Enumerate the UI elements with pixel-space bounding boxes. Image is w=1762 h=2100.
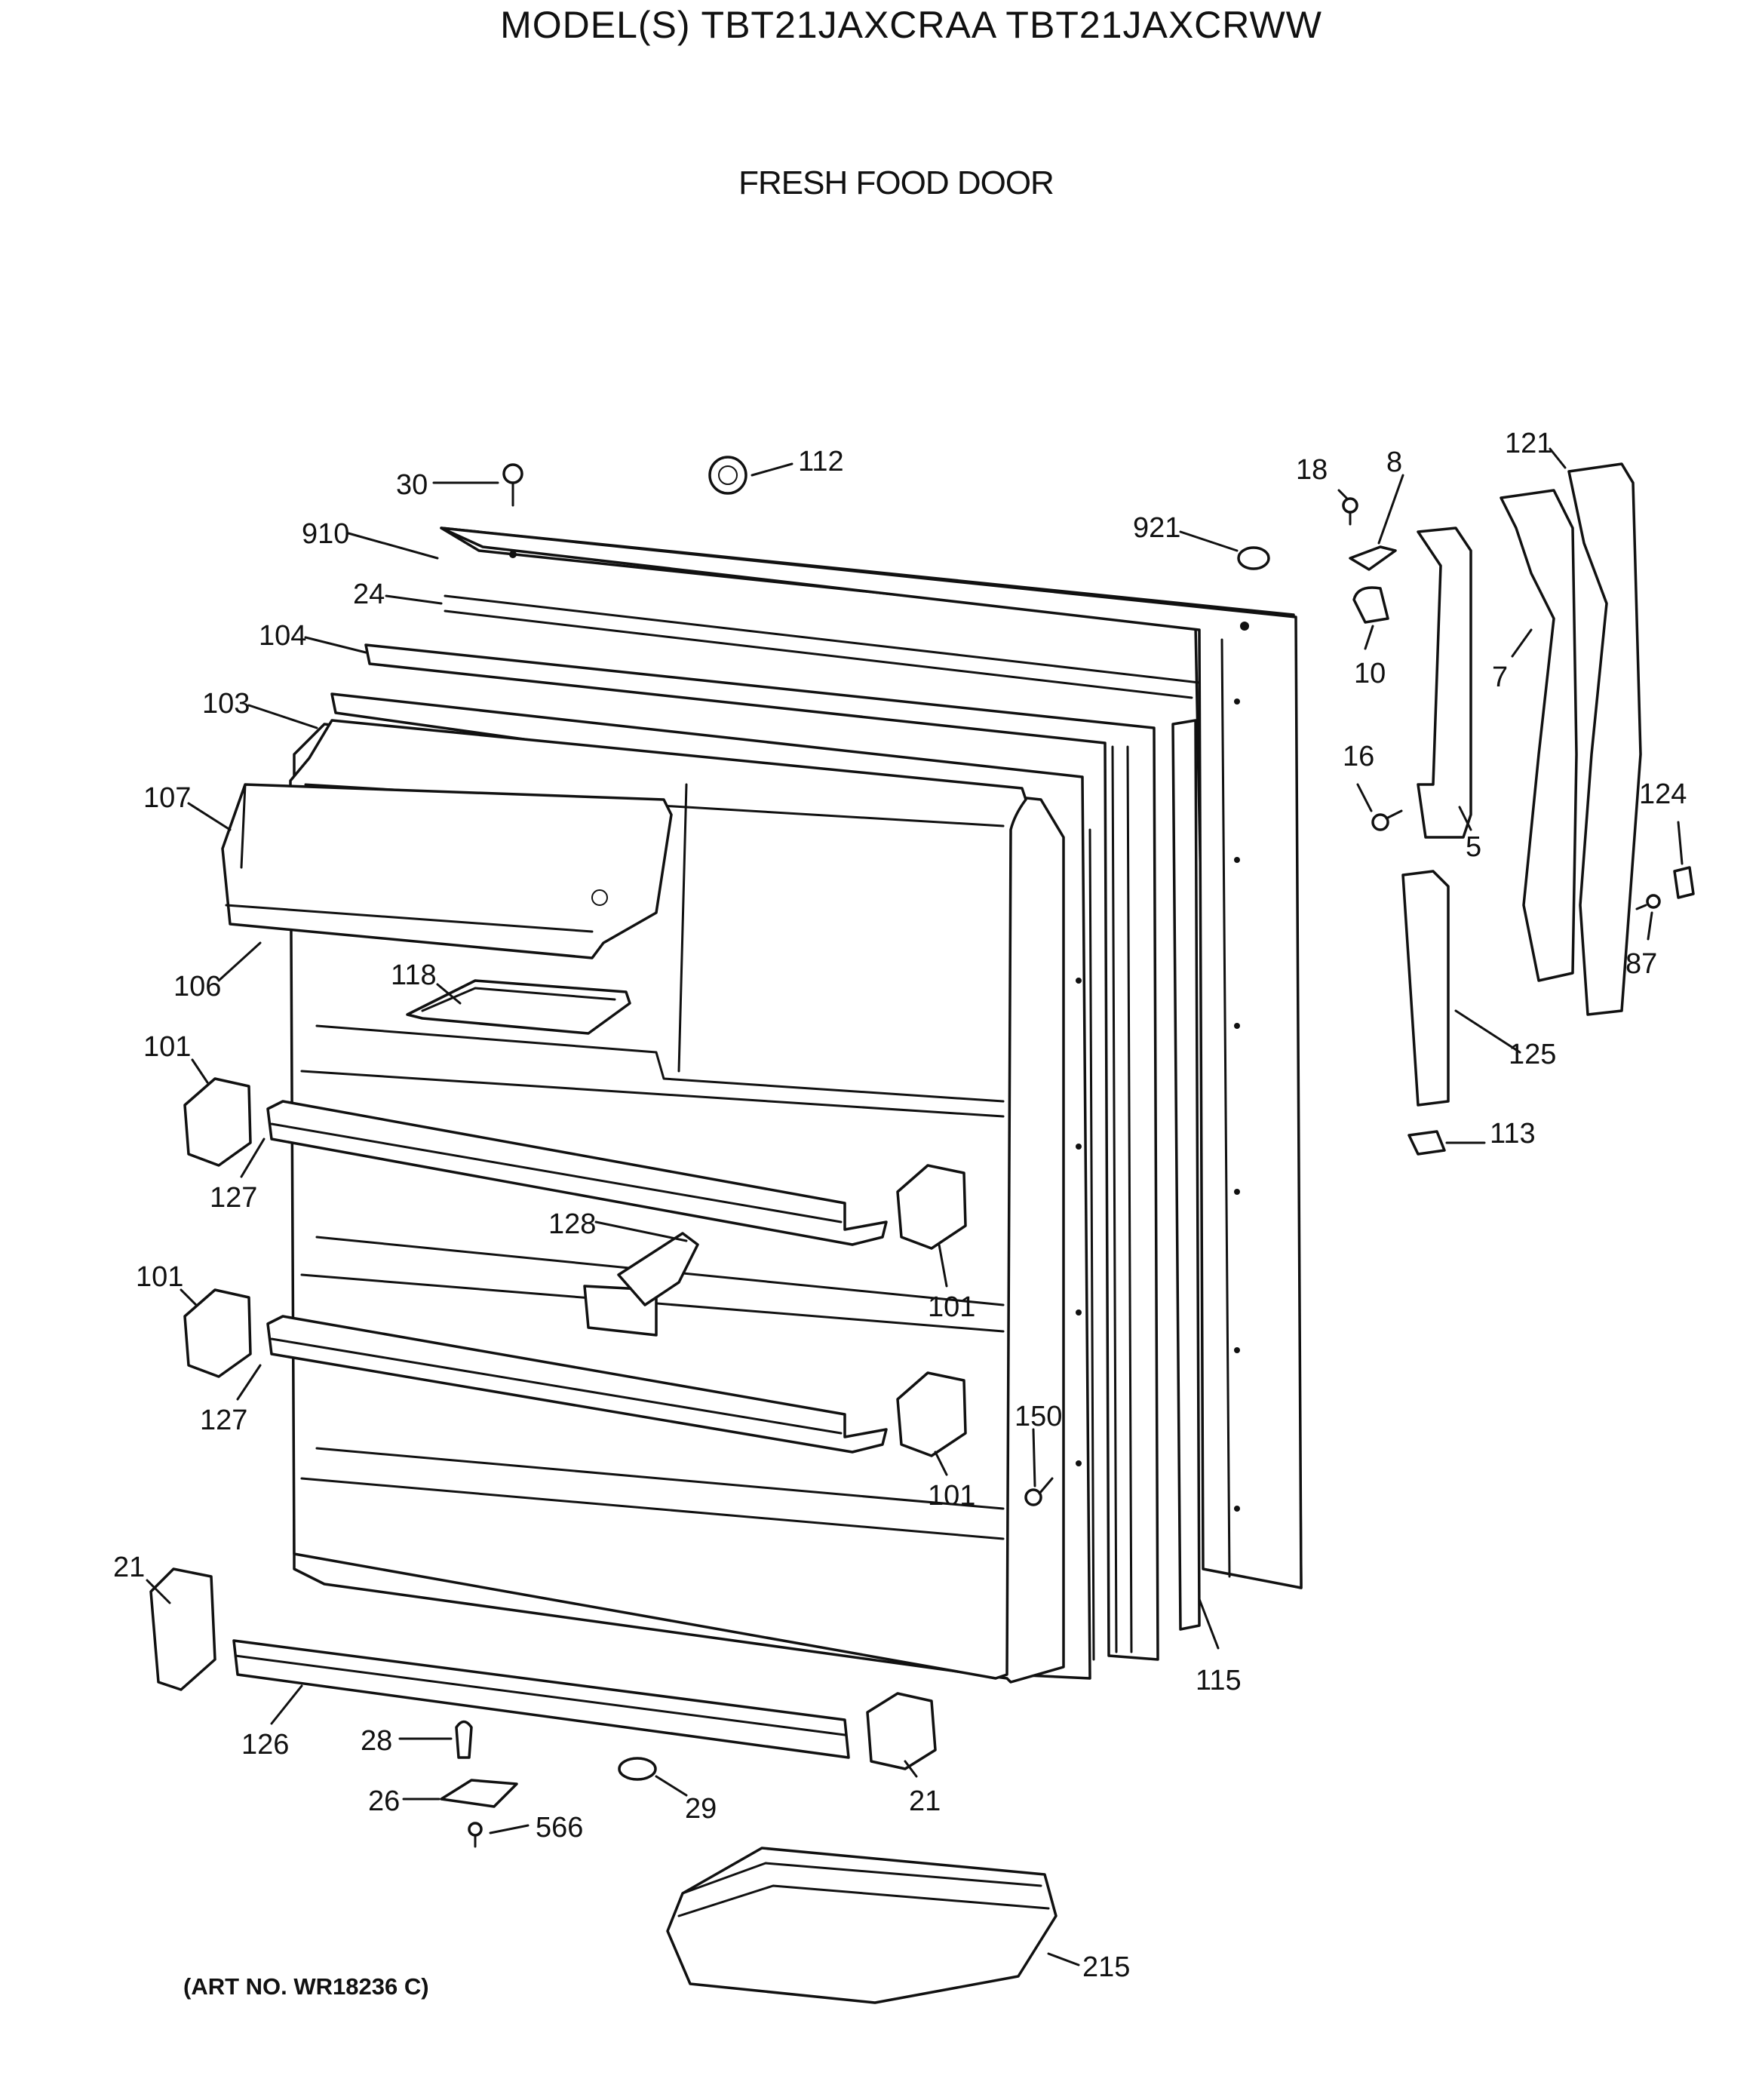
callout-21-a: 21 bbox=[113, 1552, 145, 1583]
callout-115: 115 bbox=[1196, 1665, 1242, 1696]
bin-end-part-101-d bbox=[896, 1371, 967, 1457]
callout-113: 113 bbox=[1490, 1118, 1536, 1150]
bin-end-part-101-b bbox=[183, 1288, 252, 1378]
gasket-strip-part-115 bbox=[1171, 719, 1201, 1631]
callout-labels: 30 112 910 24 104 103 107 106 118 101 12… bbox=[113, 428, 1687, 1983]
channel-part-125 bbox=[1401, 870, 1450, 1107]
callout-8: 8 bbox=[1386, 447, 1402, 478]
callout-150: 150 bbox=[1015, 1401, 1062, 1432]
callout-7: 7 bbox=[1492, 662, 1508, 693]
callout-128: 128 bbox=[548, 1208, 596, 1240]
plug-part-29 bbox=[618, 1757, 657, 1781]
callout-28: 28 bbox=[361, 1725, 392, 1757]
callout-24: 24 bbox=[353, 579, 385, 610]
outer-door-part-910 bbox=[440, 527, 1303, 1589]
callout-126: 126 bbox=[241, 1729, 289, 1761]
callout-124: 124 bbox=[1639, 778, 1687, 810]
bottom-trim-part-126 bbox=[232, 1639, 850, 1759]
callout-30: 30 bbox=[396, 469, 428, 501]
screw-part-18 bbox=[1342, 497, 1358, 526]
cap-part-21-left bbox=[149, 1567, 216, 1691]
callout-910: 910 bbox=[302, 518, 349, 550]
callout-112: 112 bbox=[798, 446, 844, 477]
handle-part-121 bbox=[1567, 462, 1642, 1016]
shelf-rail-part-127-lower bbox=[266, 1315, 888, 1454]
callout-103: 103 bbox=[202, 688, 250, 720]
bin-end-part-101-a bbox=[183, 1077, 252, 1167]
plug-part-28 bbox=[455, 1720, 473, 1759]
callout-21-b: 21 bbox=[909, 1785, 941, 1817]
cap-part-21-right bbox=[866, 1692, 937, 1770]
screw-part-150 bbox=[1024, 1477, 1054, 1506]
cover-part-10 bbox=[1352, 586, 1389, 624]
plate-part-26 bbox=[440, 1779, 518, 1808]
callout-104: 104 bbox=[259, 620, 306, 652]
art-number: (ART NO. WR18236 C) bbox=[183, 1973, 429, 2000]
callout-127-a: 127 bbox=[210, 1182, 257, 1214]
callout-16: 16 bbox=[1343, 741, 1374, 772]
callout-566: 566 bbox=[536, 1812, 583, 1844]
callout-121: 121 bbox=[1505, 428, 1552, 459]
callout-101-a: 101 bbox=[143, 1031, 191, 1063]
screw-part-566 bbox=[468, 1822, 483, 1848]
handle-part-5 bbox=[1417, 527, 1472, 839]
callout-101-d: 101 bbox=[928, 1480, 975, 1512]
egg-tray-part-118 bbox=[406, 979, 631, 1035]
plug-part-112 bbox=[708, 456, 747, 495]
dairy-door-part-107 bbox=[221, 783, 673, 959]
bin-part-215 bbox=[666, 1847, 1058, 2004]
breaker-strip-part-104 bbox=[364, 643, 1159, 1661]
gasket-part-24 bbox=[444, 594, 1201, 699]
callout-127-b: 127 bbox=[200, 1405, 247, 1436]
callout-106: 106 bbox=[173, 971, 221, 1002]
callout-101-c: 101 bbox=[136, 1261, 183, 1293]
callout-5: 5 bbox=[1466, 831, 1481, 863]
shelf-rail-part-127-upper bbox=[266, 1100, 888, 1246]
screw-part-16 bbox=[1371, 809, 1403, 831]
callout-10: 10 bbox=[1354, 658, 1386, 689]
plug-part-921 bbox=[1237, 546, 1270, 570]
callout-215: 215 bbox=[1082, 1951, 1130, 1983]
bracket-part-128 bbox=[583, 1232, 699, 1337]
callout-107: 107 bbox=[143, 782, 191, 814]
callout-118: 118 bbox=[391, 959, 437, 991]
hinge-part-8 bbox=[1349, 545, 1397, 571]
model-title: MODEL(S) TBT21JAXCRAA TBT21JAXCRWW bbox=[500, 4, 1322, 46]
callout-26: 26 bbox=[368, 1785, 400, 1817]
leader-lines bbox=[146, 447, 1684, 1966]
screw-part-30 bbox=[502, 463, 523, 507]
callout-29: 29 bbox=[685, 1793, 717, 1825]
section-title: FRESH FOOD DOOR bbox=[738, 164, 1054, 201]
callout-87: 87 bbox=[1625, 948, 1657, 980]
clip-part-124 bbox=[1673, 866, 1695, 899]
callout-18: 18 bbox=[1296, 454, 1328, 486]
clip-part-113 bbox=[1407, 1130, 1446, 1156]
callout-101-b: 101 bbox=[928, 1291, 975, 1323]
screw-part-87 bbox=[1635, 894, 1661, 910]
callout-125: 125 bbox=[1509, 1039, 1556, 1070]
handle-part-7 bbox=[1500, 489, 1578, 982]
bin-end-part-101-c bbox=[896, 1164, 967, 1250]
callout-921: 921 bbox=[1133, 512, 1180, 544]
